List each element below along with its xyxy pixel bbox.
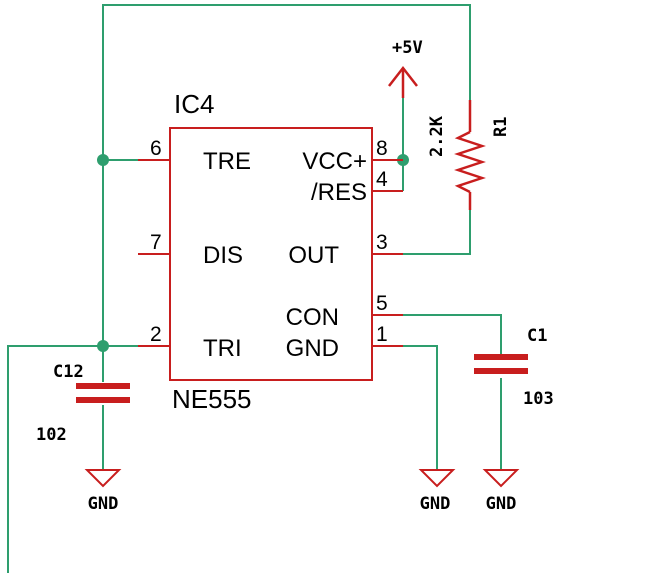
ground-icon [84, 469, 122, 488]
wire-gnd-pin1 [403, 345, 438, 470]
c12-value: 102 [36, 425, 67, 445]
ic-value: NE555 [172, 384, 252, 414]
wire-out-r1 [403, 198, 471, 255]
pin-dis-name: DIS [203, 242, 243, 269]
wire-con-c1 [403, 314, 502, 355]
r1-ref: R1 [491, 117, 511, 137]
capacitor-c1 [474, 354, 528, 374]
pin-8-number: 8 [376, 137, 388, 160]
pin-4-number: 4 [376, 168, 388, 191]
junction-dot [97, 154, 109, 166]
pin-tri-name: TRI [203, 335, 242, 362]
pin-out-name: OUT [288, 242, 339, 269]
pin-res-name: /RES [311, 179, 367, 206]
pin-3-number: 3 [376, 231, 388, 254]
c1-ref: C1 [527, 326, 547, 346]
junctions [97, 154, 409, 352]
wires [7, 4, 502, 573]
pin-1-number: 1 [376, 323, 388, 346]
pin-con-name: CON [286, 304, 339, 331]
pin-2-number: 2 [150, 323, 162, 346]
pin-tre-name: TRE [203, 148, 251, 175]
gnd-label-right: GND [486, 494, 517, 514]
gnd-label-middle: GND [420, 494, 451, 514]
pin-vcc-name: VCC+ [302, 148, 367, 175]
supply-arrow-icon [388, 65, 418, 98]
junction-dot [97, 340, 109, 352]
resistor-r1 [454, 100, 486, 210]
r1-value: 2.2K [427, 115, 447, 157]
c12-ref: C12 [53, 362, 84, 382]
pin-gnd-name: GND [286, 335, 339, 362]
gnd-label-left: GND [88, 494, 119, 514]
pin-5-number: 5 [376, 292, 388, 315]
ground-icon [418, 469, 456, 488]
wire-top-loop [102, 4, 471, 345]
ground-icon [482, 469, 520, 488]
pin-6-number: 6 [150, 137, 162, 160]
supply-label: +5V [392, 38, 423, 58]
wire-trigger-input [7, 345, 103, 573]
ic-ref: IC4 [174, 89, 214, 119]
pin-7-number: 7 [150, 231, 162, 254]
ic-ne555 [138, 127, 403, 381]
capacitor-c12 [76, 383, 130, 403]
c1-value: 103 [523, 389, 554, 409]
